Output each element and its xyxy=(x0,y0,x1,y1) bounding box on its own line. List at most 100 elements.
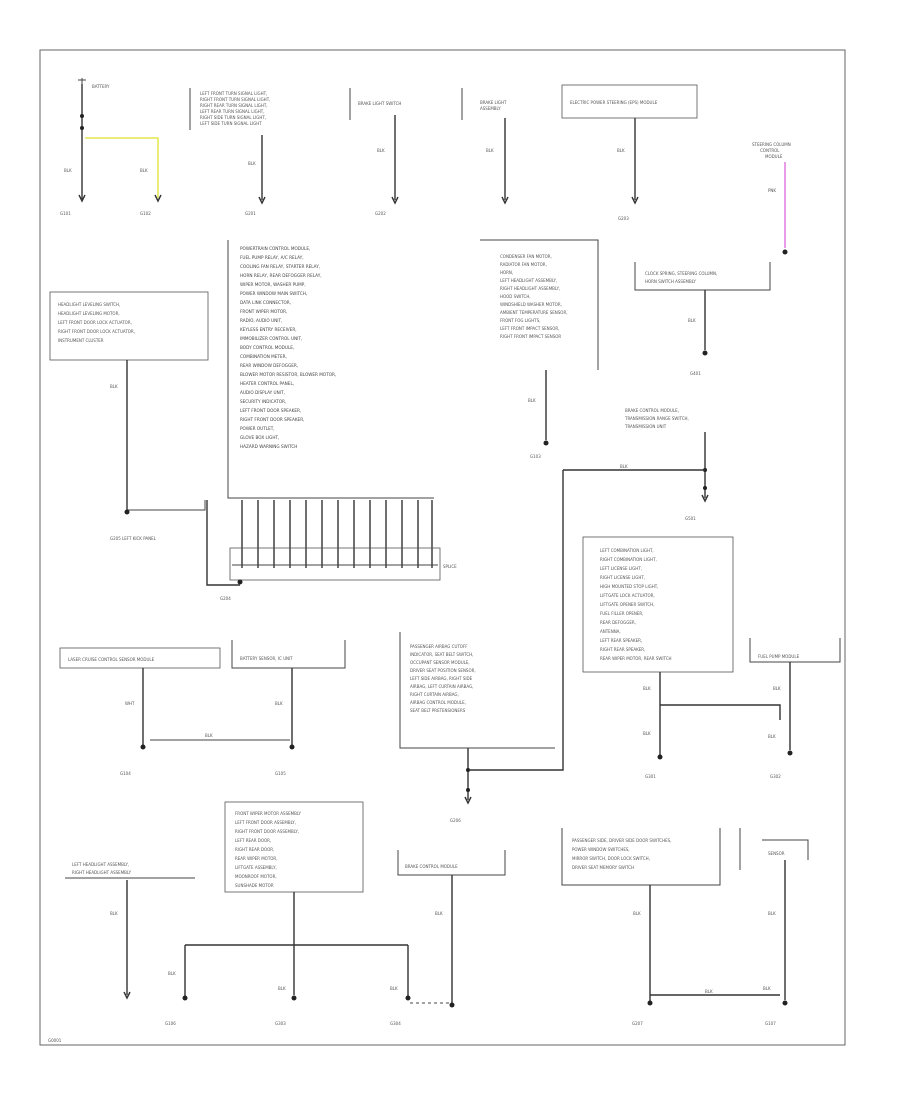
svg-text:RIGHT REAR SPEAKER,: RIGHT REAR SPEAKER, xyxy=(600,647,645,652)
svg-text:AMBIENT TEMPERATURE SENSOR,: AMBIENT TEMPERATURE SENSOR, xyxy=(500,310,568,315)
svg-text:BLK: BLK xyxy=(110,384,118,389)
svg-text:G203: G203 xyxy=(618,216,629,221)
svg-text:G501: G501 xyxy=(685,516,696,521)
note-sensor: SENSOR BLK BLK G107 xyxy=(739,828,809,1026)
note-text: LEFT SIDE TURN SIGNAL LIGHT xyxy=(200,121,262,126)
svg-text:BLK: BLK xyxy=(617,148,625,153)
svg-text:LEFT REAR SPEAKER,: LEFT REAR SPEAKER, xyxy=(600,638,642,643)
svg-text:OCCUPANT SENSOR MODULE,: OCCUPANT SENSOR MODULE, xyxy=(410,660,470,665)
svg-text:G302: G302 xyxy=(770,774,781,779)
svg-text:DATA LINK CONNECTOR,: DATA LINK CONNECTOR, xyxy=(240,300,291,305)
svg-text:LIFTGATE OPENER SWITCH,: LIFTGATE OPENER SWITCH, xyxy=(600,602,654,607)
svg-text:ELECTRIC POWER STEERING (EPS): ELECTRIC POWER STEERING (EPS) MODULE xyxy=(570,100,658,105)
svg-text:STEERING COLUMN: STEERING COLUMN xyxy=(752,142,791,147)
svg-text:LEFT COMBINATION LIGHT,: LEFT COMBINATION LIGHT, xyxy=(600,548,654,553)
svg-text:TRANSMISSION UNIT: TRANSMISSION UNIT xyxy=(624,424,667,429)
svg-text:HORN RELAY, REAR DEFOGGER RELA: HORN RELAY, REAR DEFOGGER RELAY, xyxy=(240,273,322,278)
svg-text:SUNSHADE MOTOR: SUNSHADE MOTOR xyxy=(235,883,274,888)
svg-text:LEFT REAR DOOR,: LEFT REAR DOOR, xyxy=(235,838,271,843)
svg-text:INDICATOR, SEAT BELT SWITCH,: INDICATOR, SEAT BELT SWITCH, xyxy=(410,652,473,657)
svg-text:AIRBAG CONTROL MODULE,: AIRBAG CONTROL MODULE, xyxy=(410,700,466,705)
svg-text:AUDIO DISPLAY UNIT,: AUDIO DISPLAY UNIT, xyxy=(240,390,285,395)
note-brake-light-switch: BRAKE LIGHT SWITCH BLK G202 xyxy=(349,88,401,216)
svg-text:SECURITY INDICATOR,: SECURITY INDICATOR, xyxy=(240,399,286,404)
note-brake-control: BRAKE CONTROL MODULE, TRANSMISSION RANGE… xyxy=(563,408,709,521)
svg-text:CLOCK SPRING, STEERING COLUMN,: CLOCK SPRING, STEERING COLUMN, xyxy=(645,271,717,276)
svg-text:KEYLESS ENTRY RECEIVER,: KEYLESS ENTRY RECEIVER, xyxy=(240,327,297,332)
svg-text:G205 LEFT KICK PANEL: G205 LEFT KICK PANEL xyxy=(110,536,157,541)
svg-text:REAR DEFOGGER,: REAR DEFOGGER, xyxy=(600,620,636,625)
note-brake-light: BRAKE LIGHT ASSEMBLY BLK xyxy=(461,88,509,205)
note-text: LEFT FRONT TURN SIGNAL LIGHT, xyxy=(200,91,267,96)
svg-text:BLK: BLK xyxy=(773,686,781,691)
svg-text:SEAT BELT PRETENSIONERS: SEAT BELT PRETENSIONERS xyxy=(410,708,466,713)
svg-text:REAR WIPER MOTOR,: REAR WIPER MOTOR, xyxy=(235,856,277,861)
note-turn-signals: LEFT FRONT TURN SIGNAL LIGHT, RIGHT FRON… xyxy=(189,88,270,216)
note-battery-sensor: BATTERY SENSOR, IC UNIT BLK G105 xyxy=(231,640,346,776)
svg-text:BRAKE LIGHT SWITCH: BRAKE LIGHT SWITCH xyxy=(358,101,401,106)
svg-text:PNK: PNK xyxy=(768,188,776,193)
ground-bus: SPLICE G204 xyxy=(206,500,457,601)
svg-text:FRONT FOG LIGHTS,: FRONT FOG LIGHTS, xyxy=(500,318,541,323)
svg-text:G204: G204 xyxy=(220,596,231,601)
svg-text:BRAKE LIGHT: BRAKE LIGHT xyxy=(480,100,507,105)
note-text: RIGHT FRONT TURN SIGNAL LIGHT, xyxy=(200,97,270,102)
diagram-frame xyxy=(39,49,846,1046)
svg-text:SENSOR: SENSOR xyxy=(768,851,785,856)
note-body-assemblies: FRONT WIPER MOTOR ASSEMBLY LEFT FRONT DO… xyxy=(165,801,411,1026)
note-laser-cruise: LASER CRUISE CONTROL SENSOR MODULE WHT B… xyxy=(59,647,290,776)
battery-section: BATTERY BLK BLK G101 G102 xyxy=(60,78,162,216)
svg-text:RADIO, AUDIO UNIT,: RADIO, AUDIO UNIT, xyxy=(240,318,282,323)
svg-text:G207: G207 xyxy=(632,1021,643,1026)
yellow-wire xyxy=(85,137,159,198)
svg-text:HEATER CONTROL PANEL,: HEATER CONTROL PANEL, xyxy=(240,381,294,386)
svg-text:POWER OUTLET,: POWER OUTLET, xyxy=(240,426,275,431)
svg-text:MODULE: MODULE xyxy=(765,154,783,159)
svg-text:BODY CONTROL MODULE,: BODY CONTROL MODULE, xyxy=(240,345,294,350)
svg-text:BLK: BLK xyxy=(377,148,385,153)
svg-text:G105: G105 xyxy=(275,771,286,776)
note-front-components: CONDENSER FAN MOTOR, RADIATOR FAN MOTOR,… xyxy=(480,239,599,459)
svg-text:DRIVER SEAT MEMORY SWITCH: DRIVER SEAT MEMORY SWITCH xyxy=(572,865,634,870)
svg-text:G304: G304 xyxy=(390,1021,401,1026)
svg-text:MIRROR SWITCH, DOOR LOCK SWITC: MIRROR SWITCH, DOOR LOCK SWITCH, xyxy=(572,856,650,861)
svg-text:CONDENSER FAN MOTOR,: CONDENSER FAN MOTOR, xyxy=(500,254,552,259)
svg-text:BLK: BLK xyxy=(620,464,628,469)
wire-label: BLK xyxy=(140,168,148,173)
svg-text:WHT: WHT xyxy=(125,701,135,706)
svg-text:RIGHT LICENSE LIGHT,: RIGHT LICENSE LIGHT, xyxy=(600,575,645,580)
svg-text:BLK: BLK xyxy=(763,986,771,991)
svg-text:LEFT FRONT DOOR SPEAKER,: LEFT FRONT DOOR SPEAKER, xyxy=(240,408,301,413)
wire-label: BLK xyxy=(64,168,72,173)
svg-text:ASSEMBLY: ASSEMBLY xyxy=(480,106,501,111)
svg-text:FUEL PUMP RELAY, A/C RELAY,: FUEL PUMP RELAY, A/C RELAY, xyxy=(240,255,304,260)
svg-text:G202: G202 xyxy=(375,211,386,216)
svg-text:RIGHT HEADLIGHT ASSEMBLY: RIGHT HEADLIGHT ASSEMBLY xyxy=(72,870,132,875)
svg-text:BATTERY SENSOR, IC UNIT: BATTERY SENSOR, IC UNIT xyxy=(240,656,293,661)
svg-text:HORN SWITCH ASSEMBLY: HORN SWITCH ASSEMBLY xyxy=(645,279,696,284)
note-text: RIGHT SIDE TURN SIGNAL LIGHT, xyxy=(200,115,266,120)
svg-text:FRONT WIPER MOTOR ASSEMBLY: FRONT WIPER MOTOR ASSEMBLY xyxy=(235,811,302,816)
svg-text:BRAKE CONTROL MODULE: BRAKE CONTROL MODULE xyxy=(405,864,458,869)
svg-text:G106: G106 xyxy=(165,1021,176,1026)
svg-text:PASSENGER AIRBAG CUTOFF: PASSENGER AIRBAG CUTOFF xyxy=(410,644,468,649)
note-steering-column: STEERING COLUMN CONTROL MODULE PNK xyxy=(752,142,791,255)
svg-text:FUEL PUMP MODULE: FUEL PUMP MODULE xyxy=(758,654,800,659)
svg-text:COOLING FAN RELAY, STARTER REL: COOLING FAN RELAY, STARTER RELAY, xyxy=(240,264,320,269)
svg-text:LASER CRUISE CONTROL SENSOR MO: LASER CRUISE CONTROL SENSOR MODULE xyxy=(68,657,155,662)
svg-text:RIGHT REAR DOOR,: RIGHT REAR DOOR, xyxy=(235,847,274,852)
svg-text:BLK: BLK xyxy=(275,701,283,706)
svg-text:BLK: BLK xyxy=(390,986,398,991)
svg-text:G107: G107 xyxy=(765,1021,776,1026)
svg-text:HAZARD WARNING SWITCH: HAZARD WARNING SWITCH xyxy=(240,444,297,449)
svg-text:HOOD SWITCH,: HOOD SWITCH, xyxy=(500,294,531,299)
svg-text:BLK: BLK xyxy=(633,911,641,916)
svg-text:TRANSMISSION RANGE SWITCH,: TRANSMISSION RANGE SWITCH, xyxy=(624,416,689,421)
svg-text:LIFTGATE LOCK ACTUATOR,: LIFTGATE LOCK ACTUATOR, xyxy=(600,593,655,598)
svg-text:DRIVER SEAT POSITION SENSOR,: DRIVER SEAT POSITION SENSOR, xyxy=(410,668,476,673)
svg-text:RIGHT FRONT DOOR SPEAKER,: RIGHT FRONT DOOR SPEAKER, xyxy=(240,417,304,422)
svg-text:LEFT LICENSE LIGHT,: LEFT LICENSE LIGHT, xyxy=(600,566,642,571)
svg-text:POWER WINDOW SWITCHES,: POWER WINDOW SWITCHES, xyxy=(572,847,630,852)
svg-text:BLK: BLK xyxy=(110,911,118,916)
